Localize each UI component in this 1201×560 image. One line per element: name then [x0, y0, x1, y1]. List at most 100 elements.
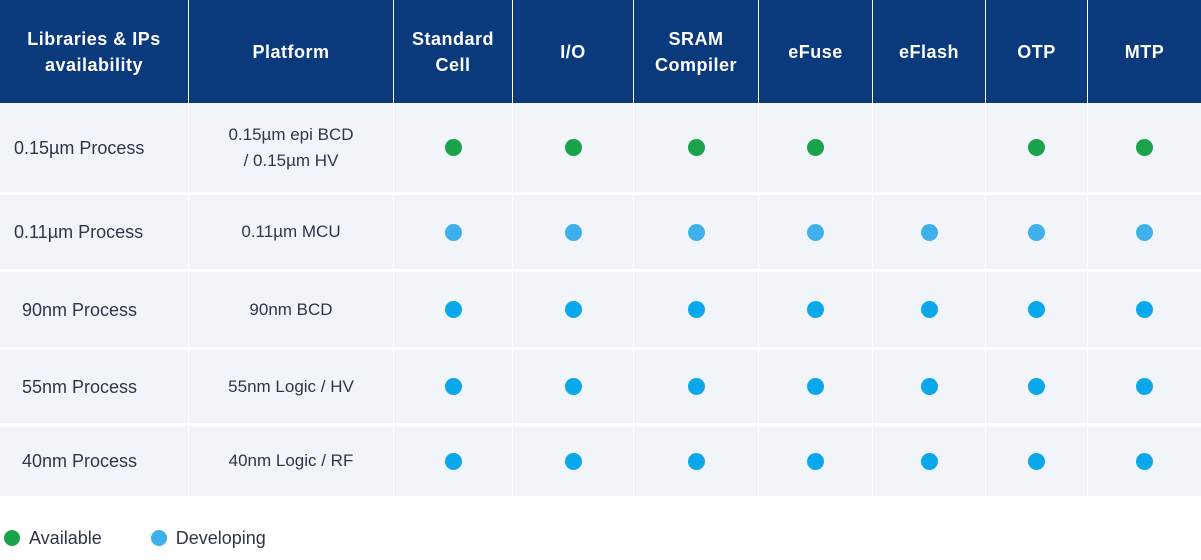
available-dot-icon — [1028, 139, 1045, 156]
status-cell-standard-cell — [394, 103, 513, 192]
available-dot-icon — [1136, 139, 1153, 156]
developing-dot-icon — [444, 223, 462, 241]
legend: Available Developing — [0, 520, 266, 556]
status-cell-otp — [986, 426, 1088, 496]
developing-dot-icon — [564, 301, 582, 318]
status-cell-standard-cell — [394, 426, 513, 496]
status-cell-efuse — [759, 195, 873, 269]
developing-dot-icon — [444, 452, 462, 470]
available-dot-icon — [564, 139, 582, 156]
developing-dot-icon — [920, 301, 938, 318]
status-cell-otp — [986, 350, 1088, 423]
status-cell-io — [513, 103, 634, 192]
available-dot-icon — [4, 530, 20, 546]
available-dot-icon — [444, 139, 462, 156]
developing-dot-icon — [1136, 223, 1153, 241]
status-cell-otp — [986, 195, 1088, 269]
developing-dot-icon — [1136, 378, 1153, 395]
developing-dot-icon — [564, 223, 582, 241]
status-cell-efuse — [759, 103, 873, 192]
developing-dot-icon — [1028, 378, 1045, 395]
available-dot-icon — [687, 139, 705, 156]
developing-dot-icon — [1136, 301, 1153, 318]
available-dot-icon — [807, 139, 824, 156]
developing-dot-icon — [687, 223, 705, 241]
status-cell-standard-cell — [394, 350, 513, 423]
header-efuse: eFuse — [759, 0, 873, 103]
status-cell-sram-compiler — [634, 350, 759, 423]
status-cell-otp — [986, 272, 1088, 347]
platform-cell: 0.11µm MCU — [189, 195, 394, 269]
platform-cell: 0.15µm epi BCD / 0.15µm HV — [189, 103, 394, 192]
developing-dot-icon — [444, 301, 462, 318]
status-cell-eflash — [873, 426, 986, 496]
developing-dot-icon — [564, 378, 582, 395]
status-cell-mtp — [1088, 195, 1201, 269]
developing-dot-icon — [564, 452, 582, 470]
developing-dot-icon — [687, 378, 705, 395]
status-cell-sram-compiler — [634, 195, 759, 269]
header-sram-compiler: SRAM Compiler — [634, 0, 759, 103]
developing-dot-icon — [687, 301, 705, 318]
developing-dot-icon — [920, 223, 938, 241]
status-cell-standard-cell — [394, 272, 513, 347]
legend-available: Available — [4, 528, 102, 549]
legend-developing: Developing — [150, 527, 266, 549]
developing-dot-icon — [807, 223, 824, 241]
platform-cell: 90nm BCD — [189, 272, 394, 347]
platform-cell: 40nm Logic / RF — [189, 426, 394, 496]
status-cell-mtp — [1088, 350, 1201, 423]
legend-available-label: Available — [29, 527, 102, 548]
process-cell: 40nm Process — [0, 426, 189, 496]
status-cell-otp — [986, 103, 1088, 192]
process-cell: 55nm Process — [0, 350, 189, 423]
status-cell-io — [513, 195, 634, 269]
legend-developing-label: Developing — [175, 527, 266, 548]
status-cell-standard-cell — [394, 195, 513, 269]
developing-dot-icon — [1028, 452, 1045, 470]
ip-availability-table: Libraries & IPs availability Platform St… — [0, 0, 1201, 499]
header-libraries-ips: Libraries & IPs availability — [0, 0, 189, 103]
header-standard-cell: Standard Cell — [394, 0, 513, 103]
status-cell-mtp — [1088, 103, 1201, 192]
status-cell-efuse — [759, 350, 873, 423]
developing-dot-icon — [1028, 301, 1045, 318]
developing-dot-icon — [807, 301, 824, 318]
header-mtp: MTP — [1124, 41, 1165, 62]
developing-dot-icon — [687, 452, 705, 470]
status-cell-io — [513, 350, 634, 423]
header-otp: OTP — [986, 0, 1088, 103]
status-cell-mtp — [1088, 426, 1201, 496]
developing-dot-icon — [807, 452, 824, 470]
process-cell: 0.15µm Process — [0, 103, 189, 192]
process-cell: 90nm Process — [0, 272, 189, 347]
developing-dot-icon — [1028, 223, 1045, 241]
developing-dot-icon — [1136, 452, 1153, 470]
status-cell-efuse — [759, 426, 873, 496]
header-io: I/O — [513, 0, 634, 103]
developing-dot-icon — [920, 378, 938, 395]
status-cell-io — [513, 272, 634, 347]
status-cell-sram-compiler — [634, 426, 759, 496]
header-platform: Platform — [189, 0, 394, 103]
status-cell-io — [513, 426, 634, 496]
status-cell-sram-compiler — [634, 272, 759, 347]
process-cell: 0.11µm Process — [0, 195, 189, 269]
status-cell-efuse — [759, 272, 873, 347]
status-cell-eflash — [873, 103, 986, 192]
developing-dot-icon — [807, 378, 824, 395]
status-cell-eflash — [873, 272, 986, 347]
status-cell-eflash — [873, 350, 986, 423]
table-header: Libraries & IPs availability Platform St… — [0, 0, 1201, 103]
status-cell-mtp — [1088, 272, 1201, 347]
status-cell-eflash — [873, 195, 986, 269]
developing-dot-icon — [444, 378, 462, 395]
developing-dot-icon — [920, 452, 938, 470]
status-cell-sram-compiler — [634, 103, 759, 192]
